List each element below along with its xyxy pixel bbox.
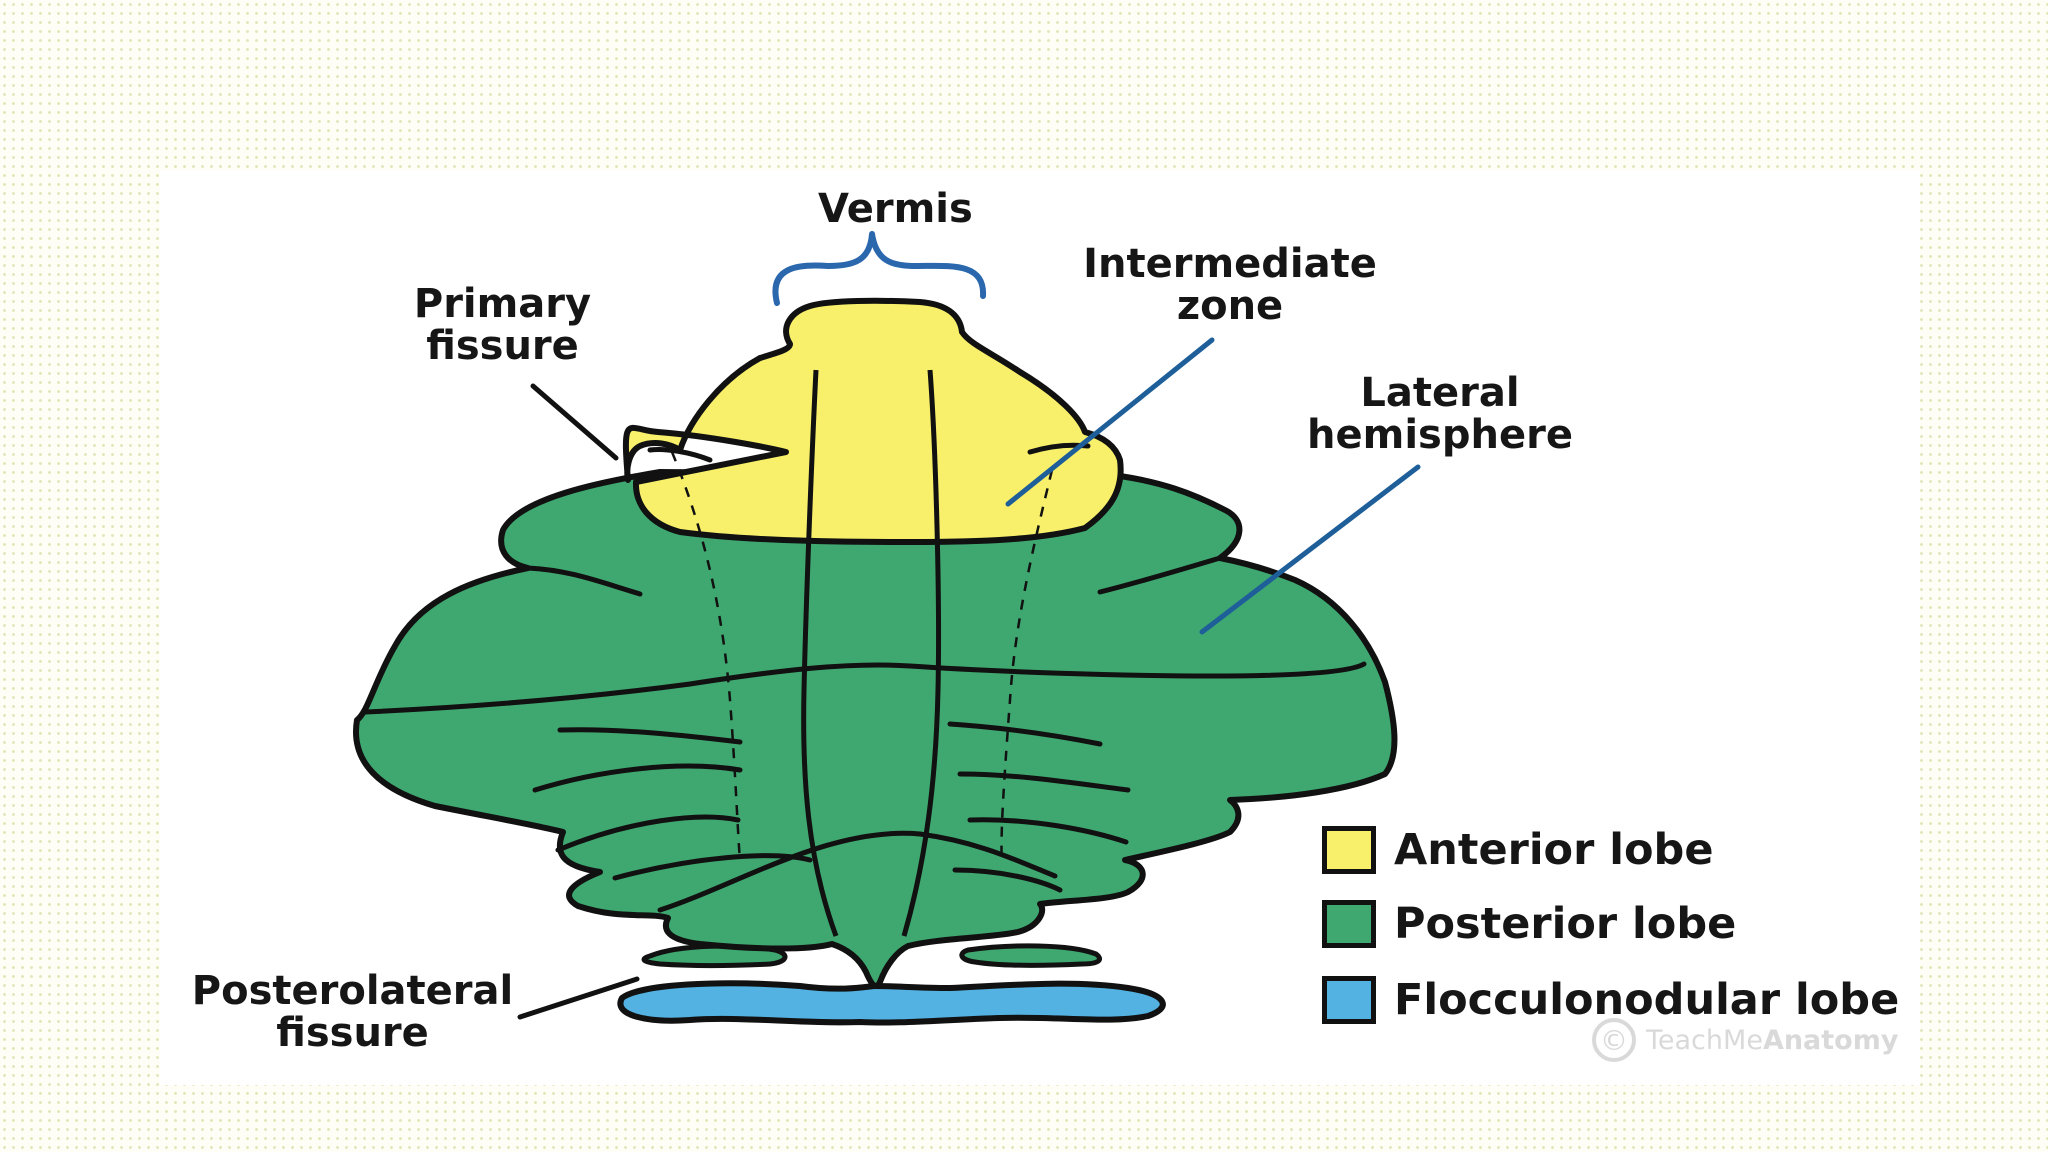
tonsil-right [959,943,1102,968]
folium-line [532,763,743,793]
intermediate-boundary-left [670,451,742,861]
folium-line [1097,555,1223,595]
label-vermis: Vermis [818,186,973,232]
intermediate-zone-boundaries [670,451,1054,863]
folium-line [957,771,1131,793]
flocculonodular-lobe [617,980,1166,1026]
folia-lines [363,442,1367,913]
pointer-lateral-hemisphere [1199,464,1421,635]
legend-label-posterior: Posterior lobe [1394,899,1737,949]
legend-item-anterior: Anterior lobe [1322,822,1714,878]
vermis-boundary-left [801,369,839,937]
legend-swatch-posterior [1322,900,1376,948]
pointer-intermediate-zone [1005,337,1215,507]
folium-line [947,721,1103,747]
label-posterolateral-fissure: Posterolateral fissure [191,968,514,1057]
anterior-lobe [622,297,1124,545]
legend-label-flocculonodular: Flocculonodular lobe [1394,975,1900,1025]
legend-label-anterior: Anterior lobe [1394,825,1714,875]
label-intermediate-zone: Intermediate zone [1083,241,1377,330]
folium-line [525,565,643,597]
folium-line [557,727,743,745]
folium-line [647,447,713,463]
legend-swatch-flocculonodular [1322,976,1376,1024]
posterior-lobe [353,469,1398,990]
label-primary-fissure: Primary fissure [413,281,592,370]
folium-line [363,661,1367,715]
pointer-primary-fissure [530,383,619,461]
vermis-boundary-right [901,369,942,937]
legend-swatch-anterior [1322,826,1376,874]
folium-line [952,867,1063,893]
vermis-bracket [772,231,987,306]
folium-line [555,814,741,853]
label-lateral-hemisphere: Lateral hemisphere [1307,370,1573,459]
pointer-posterolateral-fissure [517,976,640,1020]
legend-item-posterior: Posterior lobe [1322,896,1736,952]
legend-item-flocculonodular: Flocculonodular lobe [1322,972,1899,1028]
watermark: © TeachMeAnatomy [1592,1018,1898,1062]
copyright-icon: © [1592,1018,1636,1062]
watermark-text: TeachMeAnatomy [1646,1024,1899,1056]
folium-line [967,817,1129,845]
intermediate-boundary-right [1000,469,1054,863]
folium-line [657,830,1058,913]
